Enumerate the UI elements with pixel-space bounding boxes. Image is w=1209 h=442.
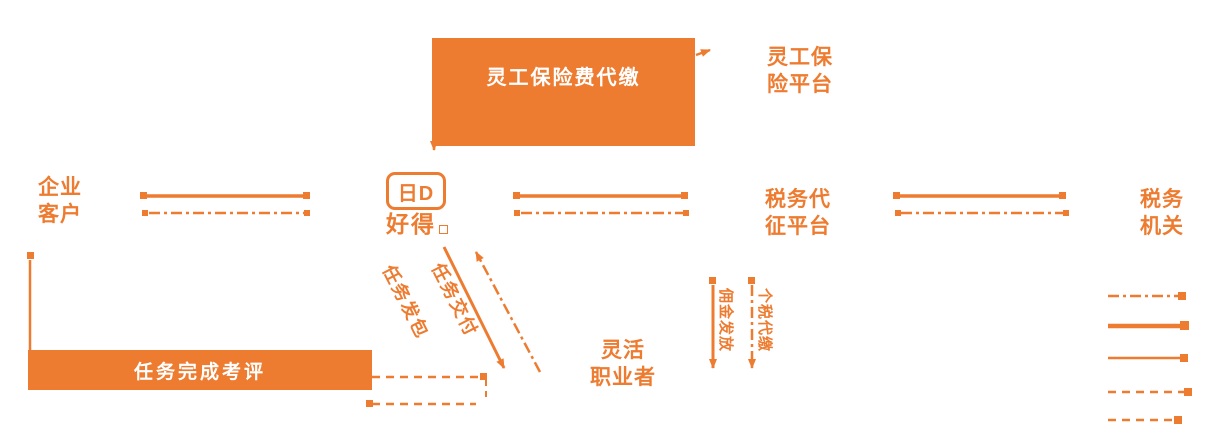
haode-logo-icon-glyph: 日D — [397, 182, 435, 205]
edge-label-commission-payment: 佣金发放 — [717, 288, 734, 353]
flexible-worker-line1: 灵活 — [601, 339, 645, 362]
arrow-box-to-insurance-platform — [695, 48, 711, 57]
tax-agency-line1: 税务代 — [765, 188, 831, 211]
tax-authority-label: 税务 机关 — [1126, 186, 1198, 240]
task-evaluation-bar: 任务完成考评 — [28, 350, 372, 390]
insurance-platform-label: 灵工保 险平台 — [754, 44, 846, 98]
haode-logo: 日D 好得 — [386, 172, 460, 236]
tax-authority-line2: 机关 — [1140, 215, 1184, 238]
tax-agency-label: 税务代 征平台 — [752, 186, 844, 240]
flow-enterprise-evaluation — [27, 252, 34, 350]
flow-haode-worker — [442, 246, 542, 373]
insurance-service-box-label: 灵工保险费代缴 — [486, 66, 641, 89]
enterprise-line1: 企业 — [38, 176, 82, 199]
tax-authority-line1: 税务 — [1140, 188, 1184, 211]
haode-logo-icon: 日D — [386, 172, 446, 210]
flow-taxagency-taxauthority — [893, 192, 1069, 216]
flow-haode-taxagency — [513, 192, 689, 216]
flow-taxagency-worker — [709, 277, 756, 369]
flow-evaluation-worker — [366, 373, 487, 407]
legend-lines — [1108, 292, 1192, 424]
flexible-worker-label: 灵活 职业者 — [583, 337, 663, 391]
enterprise-line2: 客户 — [38, 203, 82, 226]
insurance-platform-line1: 灵工保 — [767, 46, 833, 69]
flexible-worker-line2: 职业者 — [590, 366, 656, 389]
edge-label-tax-withholding: 个税代缴 — [756, 288, 773, 353]
haode-logo-name: 好得 — [386, 211, 436, 237]
insurance-service-box: 灵工保险费代缴 — [432, 38, 695, 146]
haode-logo-seal — [439, 225, 448, 234]
tax-agency-line2: 征平台 — [765, 215, 831, 238]
task-evaluation-label: 任务完成考评 — [133, 361, 266, 383]
enterprise-customer-label: 企业 客户 — [24, 174, 96, 228]
flow-enterprise-haode — [140, 192, 310, 216]
insurance-platform-line2: 险平台 — [767, 73, 833, 96]
haode-logo-row: 好得 — [386, 212, 460, 236]
